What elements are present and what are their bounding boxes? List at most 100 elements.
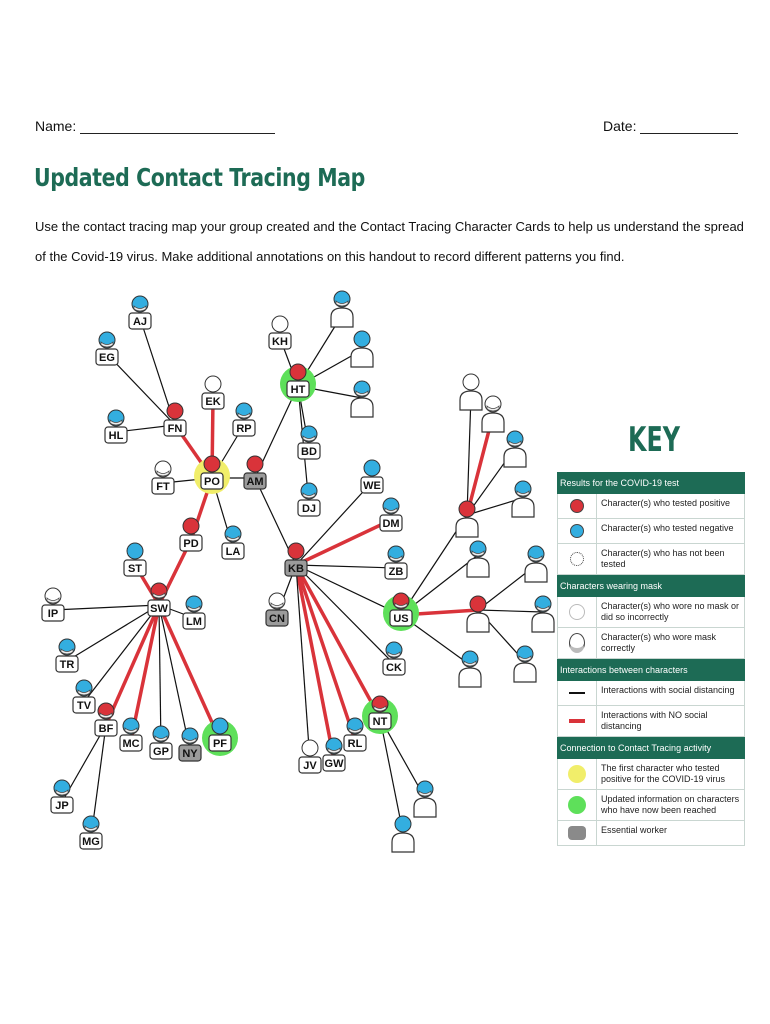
key-row: Character(s) who has not been tested — [557, 544, 745, 575]
character-body — [350, 397, 374, 418]
head-icon — [287, 542, 305, 560]
character-unlabeled-15 — [391, 815, 415, 853]
character-hl: HL — [104, 409, 128, 444]
character-label: TV — [77, 700, 92, 712]
character-tr: TR — [55, 638, 79, 673]
character-po: PO — [194, 455, 230, 494]
character-unlabeled-14 — [413, 780, 437, 818]
key-symbol — [558, 790, 597, 820]
character-unlabeled-11 — [531, 595, 555, 633]
character-la: LA — [221, 525, 245, 560]
interaction-kb-ck — [295, 564, 395, 665]
character-body — [95, 348, 119, 366]
yellow-circle-icon — [568, 765, 586, 783]
name-field: Name: — [35, 118, 276, 134]
character-body — [286, 380, 310, 398]
character-body — [119, 734, 143, 752]
key-row: Character(s) who wore no mask or did so … — [557, 597, 745, 628]
character-label: DJ — [302, 503, 316, 515]
character-body — [284, 559, 308, 577]
character-label: JP — [55, 800, 68, 812]
character-body — [466, 612, 490, 633]
interaction-kb-gw — [294, 564, 336, 761]
head-icon — [182, 517, 200, 535]
key-symbol — [558, 628, 597, 658]
character-label: NT — [373, 716, 388, 728]
interaction-kb-nt — [294, 564, 382, 719]
character-body — [221, 542, 245, 560]
head-icon — [469, 595, 487, 613]
character-body — [151, 477, 175, 495]
character-body — [79, 832, 103, 850]
key-text: Character(s) who tested positive — [601, 498, 731, 508]
interaction-eg-fn — [106, 353, 176, 426]
mask-icon — [187, 605, 201, 612]
character-st: ST — [123, 542, 147, 577]
green-circle-icon — [568, 796, 586, 814]
character-label: BF — [99, 723, 114, 735]
character-body — [55, 655, 79, 673]
mask-icon — [418, 790, 432, 797]
mask-icon — [389, 555, 403, 562]
mask-icon — [156, 470, 170, 477]
character-body — [297, 442, 321, 460]
character-body — [391, 832, 415, 853]
key-symbol — [558, 681, 597, 705]
character-body — [511, 497, 535, 518]
character-body — [123, 559, 147, 577]
interaction-extra-15 — [379, 717, 404, 834]
character-label: IP — [48, 608, 58, 620]
mask-icon — [335, 300, 349, 307]
character-ht: HT — [280, 363, 316, 402]
mask-icon — [569, 633, 585, 653]
interaction-kb-we — [295, 481, 373, 566]
key-text: Essential worker — [601, 825, 668, 835]
key-title: KEY — [628, 420, 680, 460]
character-body — [50, 796, 74, 814]
character-ck: CK — [382, 641, 406, 676]
character-body — [178, 744, 202, 762]
mask-icon — [109, 419, 123, 426]
key-row: Updated information on characters who ha… — [557, 790, 745, 821]
mask-icon — [302, 435, 316, 442]
interaction-kb-rl — [294, 564, 357, 741]
mask-icon — [154, 735, 168, 742]
interaction-sw-tr — [66, 604, 160, 662]
character-label: GW — [325, 758, 345, 770]
interaction-kb-dm — [295, 518, 392, 567]
interaction-extra-7 — [466, 394, 472, 516]
character-body — [458, 667, 482, 688]
no-mask-icon — [569, 604, 585, 620]
character-dj: DJ — [297, 482, 321, 517]
character-label: KB — [288, 563, 304, 575]
character-body — [389, 609, 413, 627]
character-body — [531, 612, 555, 633]
character-sw: SW — [147, 582, 171, 617]
black-line-icon — [569, 692, 585, 694]
character-label: MC — [122, 738, 139, 750]
character-label: ST — [128, 563, 142, 575]
character-mc: MC — [119, 717, 143, 752]
character-body — [208, 734, 232, 752]
character-we: WE — [360, 459, 384, 494]
head-icon — [271, 315, 289, 333]
date-blank[interactable] — [640, 119, 739, 134]
character-body — [268, 332, 292, 350]
character-body — [524, 562, 548, 583]
character-label: RL — [348, 738, 363, 750]
key-symbol — [558, 519, 597, 543]
character-label: CK — [386, 662, 402, 674]
character-ny: NY — [178, 727, 202, 762]
character-label: BD — [301, 446, 317, 458]
mask-icon — [355, 390, 369, 397]
character-label: US — [393, 613, 408, 625]
character-label: MG — [82, 836, 100, 848]
key-text: Interactions with NO social distancing — [601, 710, 708, 731]
character-zb: ZB — [384, 545, 408, 580]
interaction-sw-ip — [52, 604, 160, 611]
character-label: FN — [168, 423, 183, 435]
name-blank[interactable] — [80, 119, 276, 134]
character-label: PF — [213, 738, 227, 750]
character-body — [513, 662, 537, 683]
